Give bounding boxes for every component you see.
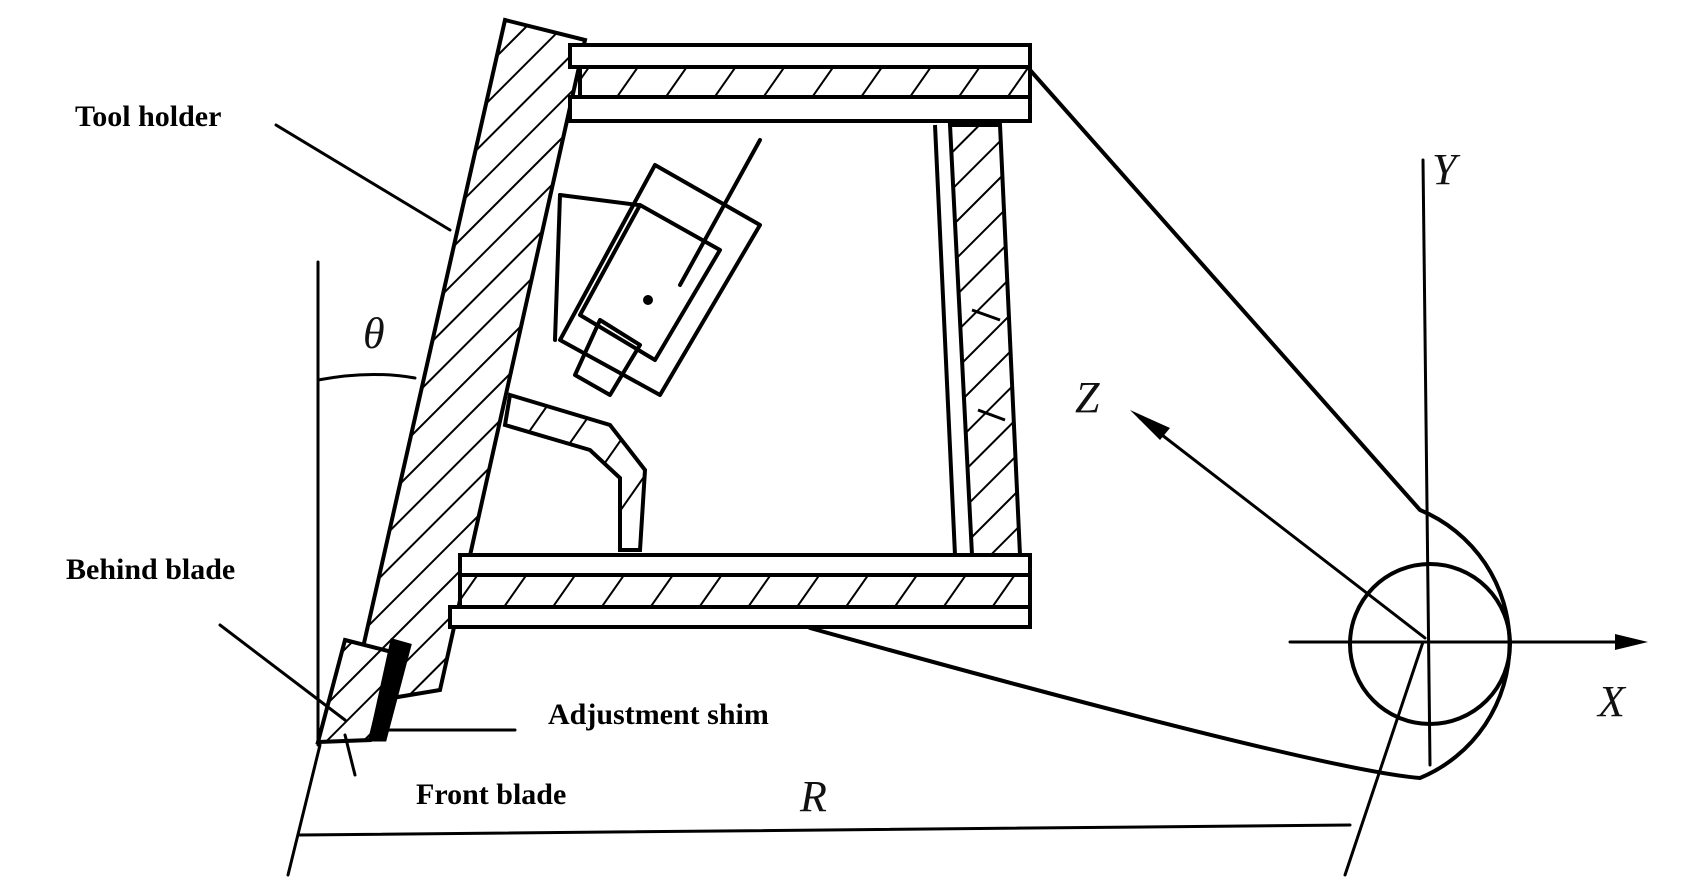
label-behind-blade: Behind blade — [66, 553, 236, 586]
top-rail — [568, 43, 1032, 123]
blade-assembly — [315, 637, 412, 745]
x-axis-arrow — [1615, 634, 1648, 650]
right-wall — [933, 123, 1023, 557]
z-axis-arrow — [1130, 410, 1170, 440]
tool-clamp — [553, 138, 762, 397]
swing-arm — [808, 68, 1512, 780]
label-tool-holder: Tool holder — [75, 100, 222, 133]
z-axis-line — [1138, 416, 1427, 640]
theta-construction — [316, 260, 417, 747]
y-axis-symbol: Y — [1432, 145, 1457, 194]
radius-end-line — [1343, 640, 1425, 877]
radius-dimension — [286, 743, 1352, 877]
y-axis-line — [1421, 158, 1432, 767]
z-axis-symbol: Z — [1075, 373, 1100, 422]
radius-symbol: R — [800, 772, 827, 821]
tool-holder-bar — [347, 17, 588, 708]
coordinate-axes — [1130, 158, 1648, 877]
leader-lines — [218, 123, 517, 777]
behind-blade-leader — [218, 623, 347, 722]
label-front-blade: Front blade — [416, 778, 567, 811]
front-blade-leader — [343, 733, 357, 777]
bottom-rail — [448, 553, 1032, 629]
theta-symbol: θ — [363, 309, 385, 358]
tool-holder-leader — [274, 123, 452, 232]
x-axis-symbol: X — [1598, 677, 1625, 726]
support-bracket — [502, 392, 648, 552]
label-adjustment-shim: Adjustment shim — [548, 698, 769, 731]
